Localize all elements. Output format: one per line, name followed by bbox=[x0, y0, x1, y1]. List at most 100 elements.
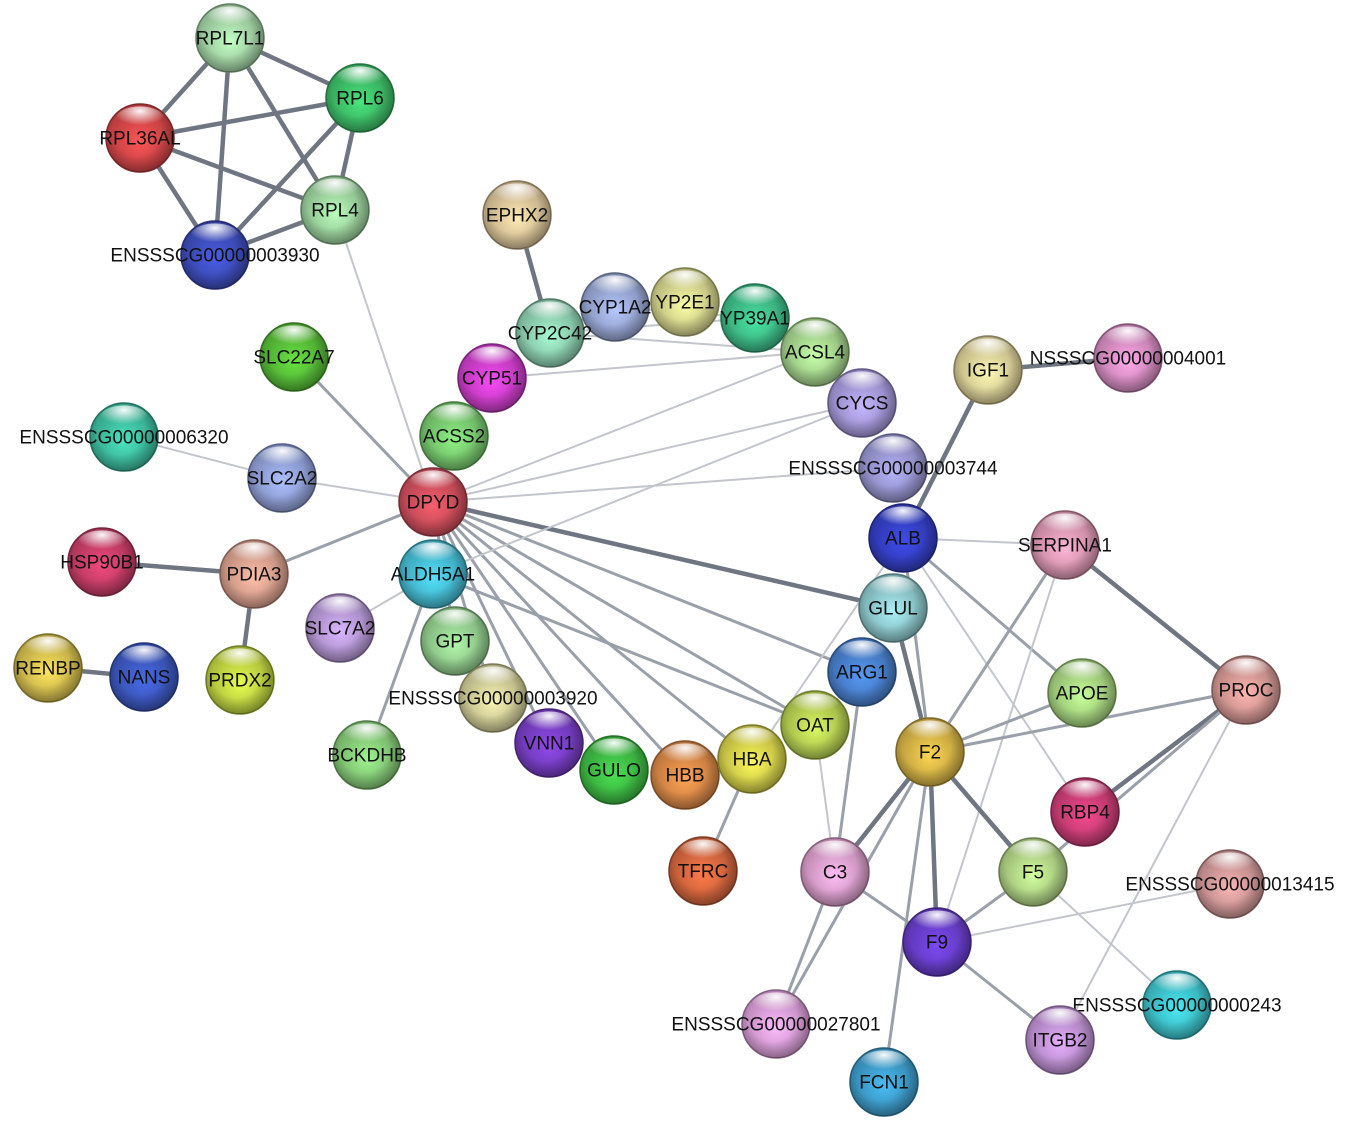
node-highlight bbox=[23, 636, 73, 663]
edge-RPL6-ENSSSCG00000003930 bbox=[212, 95, 363, 258]
node-DPYD[interactable]: DPYD bbox=[398, 467, 468, 537]
node-label: EPHX2 bbox=[486, 206, 548, 227]
node-highlight bbox=[590, 275, 640, 302]
node-highlight bbox=[837, 371, 887, 398]
edge-DPYD-ACSL4 bbox=[432, 351, 816, 503]
node-ARG1[interactable]: ARG1 bbox=[827, 637, 897, 707]
node-highlight bbox=[1103, 326, 1153, 353]
node-RENBP[interactable]: RENBP bbox=[13, 633, 83, 703]
node-OAT[interactable]: OAT bbox=[780, 690, 850, 760]
node-label: SLC22A7 bbox=[253, 348, 334, 369]
node-SLC22A7[interactable]: SLC22A7 bbox=[253, 322, 335, 392]
node-highlight bbox=[335, 66, 385, 93]
node-label: C3 bbox=[823, 863, 847, 884]
node-label: GULO bbox=[587, 761, 641, 782]
node-label: RPL4 bbox=[311, 201, 359, 222]
node-HBB[interactable]: HBB bbox=[650, 740, 720, 810]
node-ITGB2[interactable]: ITGB2 bbox=[1025, 1005, 1095, 1075]
node-label: SLC2A2 bbox=[247, 469, 318, 490]
node-CYP51[interactable]: CYP51 bbox=[457, 343, 527, 413]
node-RBP4[interactable]: RBP4 bbox=[1050, 777, 1120, 847]
node-IGF1[interactable]: IGF1 bbox=[953, 335, 1023, 405]
node-RPL36AL[interactable]: RPL36AL bbox=[99, 103, 181, 173]
node-ENSSSCG00000013415[interactable]: ENSSSCG00000013415 bbox=[1125, 849, 1335, 919]
node-ALB[interactable]: ALB bbox=[868, 503, 938, 573]
node-label: SERPINA1 bbox=[1018, 536, 1112, 557]
node-RPL6[interactable]: RPL6 bbox=[325, 63, 395, 133]
edge-SERPINA1-F2 bbox=[928, 543, 1067, 754]
edge-CYP51-ACSL4 bbox=[491, 351, 816, 379]
edge-DPYD-ENSSSCG00000003744 bbox=[432, 467, 894, 503]
node-highlight bbox=[790, 320, 840, 347]
node-highlight bbox=[751, 992, 801, 1019]
node-ENSSSCG00000003920[interactable]: ENSSSCG00000003920 bbox=[388, 663, 598, 733]
node-ENSSSCG00000027801[interactable]: ENSSSCG00000027801 bbox=[671, 989, 881, 1059]
node-PRDX2[interactable]: PRDX2 bbox=[205, 645, 275, 715]
edge-DPYD-GLUL bbox=[430, 499, 896, 611]
node-RPL4[interactable]: RPL4 bbox=[300, 175, 370, 245]
node-CYCS[interactable]: CYCS bbox=[827, 368, 897, 438]
node-ACSL4[interactable]: ACSL4 bbox=[780, 317, 850, 387]
edge-SERPINA1-F9 bbox=[936, 544, 1066, 943]
node-highlight bbox=[77, 530, 127, 557]
node-label: HBB bbox=[665, 766, 704, 787]
node-label: ENSSSCG00000000243 bbox=[1072, 996, 1281, 1017]
node-CYP39A1[interactable]: YP39A1 bbox=[720, 283, 790, 353]
node-VNN1[interactable]: VNN1 bbox=[514, 708, 584, 778]
node-label: YP2E1 bbox=[655, 293, 714, 314]
node-highlight bbox=[727, 727, 777, 754]
node-label: DPYD bbox=[407, 493, 460, 514]
node-ACSS2[interactable]: ACSS2 bbox=[419, 401, 489, 471]
node-CYP1A2[interactable]: CYP1A2 bbox=[579, 272, 652, 342]
node-label: YP39A1 bbox=[720, 309, 790, 330]
node-F9[interactable]: F9 bbox=[902, 907, 972, 977]
node-label: F5 bbox=[1022, 863, 1044, 884]
node-highlight bbox=[678, 839, 728, 866]
node-highlight bbox=[1152, 973, 1202, 1000]
node-APOE[interactable]: APOE bbox=[1047, 658, 1117, 728]
node-CYP2E1[interactable]: YP2E1 bbox=[650, 267, 720, 337]
node-GULO[interactable]: GULO bbox=[579, 735, 649, 805]
node-BCKDHB[interactable]: BCKDHB bbox=[327, 720, 407, 790]
node-ALDH5A1[interactable]: ALDH5A1 bbox=[391, 539, 476, 609]
node-label: ARG1 bbox=[836, 663, 888, 684]
edge-DPYD-HBA bbox=[431, 500, 754, 761]
node-highlight bbox=[660, 270, 710, 297]
node-highlight bbox=[1057, 661, 1107, 688]
node-highlight bbox=[1008, 840, 1058, 867]
node-ENSSSCG00000003930[interactable]: ENSSSCG00000003930 bbox=[110, 220, 320, 290]
node-ENSSSCG00000006320[interactable]: ENSSSCG00000006320 bbox=[19, 402, 229, 472]
node-highlight bbox=[229, 542, 279, 569]
node-F2[interactable]: F2 bbox=[895, 717, 965, 787]
node-GLUL[interactable]: GLUL bbox=[858, 573, 928, 643]
node-highlight bbox=[1035, 1008, 1085, 1035]
node-SLC2A2[interactable]: SLC2A2 bbox=[247, 443, 318, 513]
node-highlight bbox=[525, 301, 575, 328]
node-highlight bbox=[1205, 852, 1255, 879]
node-PROC[interactable]: PROC bbox=[1211, 655, 1281, 725]
node-TFRC[interactable]: TFRC bbox=[668, 836, 738, 906]
node-ENSSSCG00000003744[interactable]: ENSSSCG00000003744 bbox=[788, 433, 998, 503]
node-ENSSSCG00000004001[interactable]: NSSSCG00000004001 bbox=[1030, 323, 1226, 393]
node-NANS[interactable]: NANS bbox=[109, 642, 179, 712]
node-highlight bbox=[342, 723, 392, 750]
node-RPL7L1[interactable]: RPL7L1 bbox=[195, 3, 265, 73]
node-label: ACSL4 bbox=[785, 343, 846, 364]
node-label: GPT bbox=[435, 632, 474, 653]
node-highlight bbox=[492, 183, 542, 210]
edge-ALB-F2 bbox=[901, 536, 932, 754]
node-label: HSP90B1 bbox=[60, 553, 143, 574]
node-FCN1[interactable]: FCN1 bbox=[849, 1047, 919, 1117]
node-EPHX2[interactable]: EPHX2 bbox=[482, 180, 552, 250]
node-F5[interactable]: F5 bbox=[998, 837, 1068, 907]
node-SERPINA1[interactable]: SERPINA1 bbox=[1018, 510, 1112, 580]
node-PDIA3[interactable]: PDIA3 bbox=[219, 539, 289, 609]
edge-DPYD-GULO bbox=[431, 500, 616, 772]
node-ENSSSCG00000000243[interactable]: ENSSSCG00000000243 bbox=[1072, 970, 1282, 1040]
node-GPT[interactable]: GPT bbox=[420, 606, 490, 676]
node-HBA[interactable]: HBA bbox=[717, 724, 787, 794]
node-HSP90B1[interactable]: HSP90B1 bbox=[60, 527, 144, 597]
node-SLC7A2[interactable]: SLC7A2 bbox=[305, 593, 376, 663]
node-C3[interactable]: C3 bbox=[800, 837, 870, 907]
node-CYP2C42[interactable]: CYP2C42 bbox=[508, 298, 593, 368]
